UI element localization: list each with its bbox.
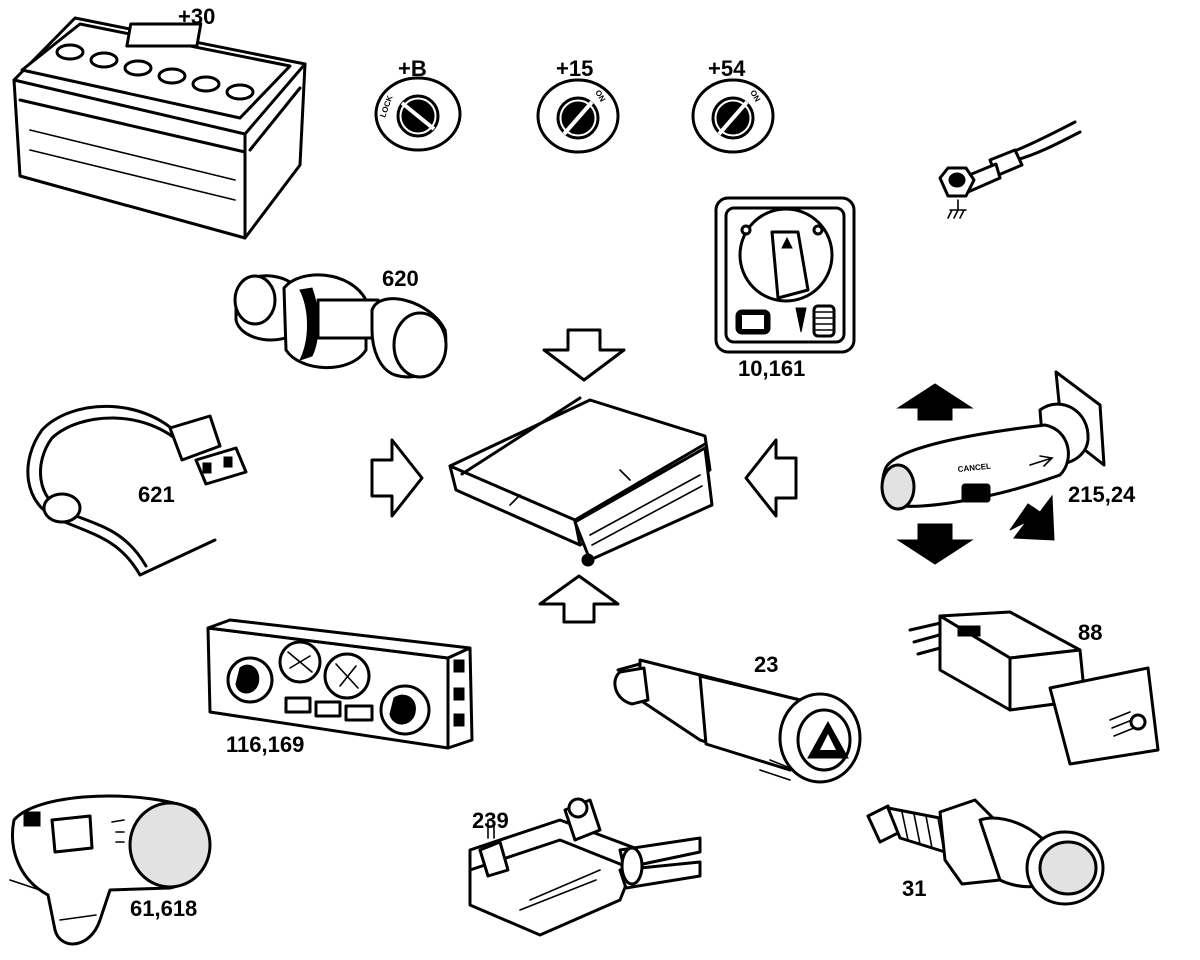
- arrow-right-icon: [370, 438, 424, 518]
- cruise-stalk-label: 215,24: [1068, 482, 1136, 507]
- light-switch-label: 10,161: [738, 356, 805, 381]
- ground-terminal-icon: [938, 120, 1082, 219]
- cruise-stalk-icon: CANCEL: [880, 370, 1106, 511]
- ignition-on-15-label: +15: [556, 56, 593, 81]
- heater-panel-label: 116,169: [226, 732, 304, 757]
- wiper-stalk-icon: [9, 794, 212, 946]
- wiper-motor-icon: [468, 797, 702, 937]
- black-arrow-up-icon: [896, 383, 974, 421]
- wiring-621-icon: [26, 405, 248, 577]
- ignition-lock-label: +B: [398, 56, 427, 81]
- control-module-icon: [448, 396, 714, 567]
- fog-switch-label: 88: [1078, 620, 1102, 645]
- wiper-stalk-label: 61,618: [130, 896, 197, 921]
- hazard-switch-label: 23: [754, 652, 778, 677]
- relay-620-label: 620: [382, 266, 419, 291]
- hazard-switch-icon: [613, 658, 862, 784]
- relay-620-icon: [233, 273, 448, 379]
- temp-sensor-label: 31: [902, 876, 926, 901]
- black-arrow-diag-icon: [1009, 494, 1055, 541]
- temp-sensor-icon: [866, 798, 1105, 906]
- light-switch-icon: [714, 196, 856, 354]
- arrow-down-icon: [542, 328, 626, 382]
- arrow-up-icon: [538, 574, 620, 624]
- black-arrow-down-icon: [896, 523, 974, 565]
- battery-icon: [12, 16, 307, 240]
- arrow-left-icon: [744, 438, 798, 518]
- wiper-motor-label: 239: [472, 808, 509, 833]
- wiring-621-label: 621: [138, 482, 175, 507]
- cruise-stalk-text: CANCEL: [957, 462, 991, 474]
- ignition-on-54-icon: ON: [691, 78, 775, 154]
- ignition-on-54-label: +54: [708, 56, 746, 81]
- fog-switch-icon: [908, 610, 1160, 766]
- ignition-on-15-icon: ON: [536, 78, 620, 154]
- ignition-lock-icon: LOCK: [374, 76, 462, 152]
- battery-label: +30: [178, 4, 215, 29]
- heater-panel-icon: [206, 618, 474, 750]
